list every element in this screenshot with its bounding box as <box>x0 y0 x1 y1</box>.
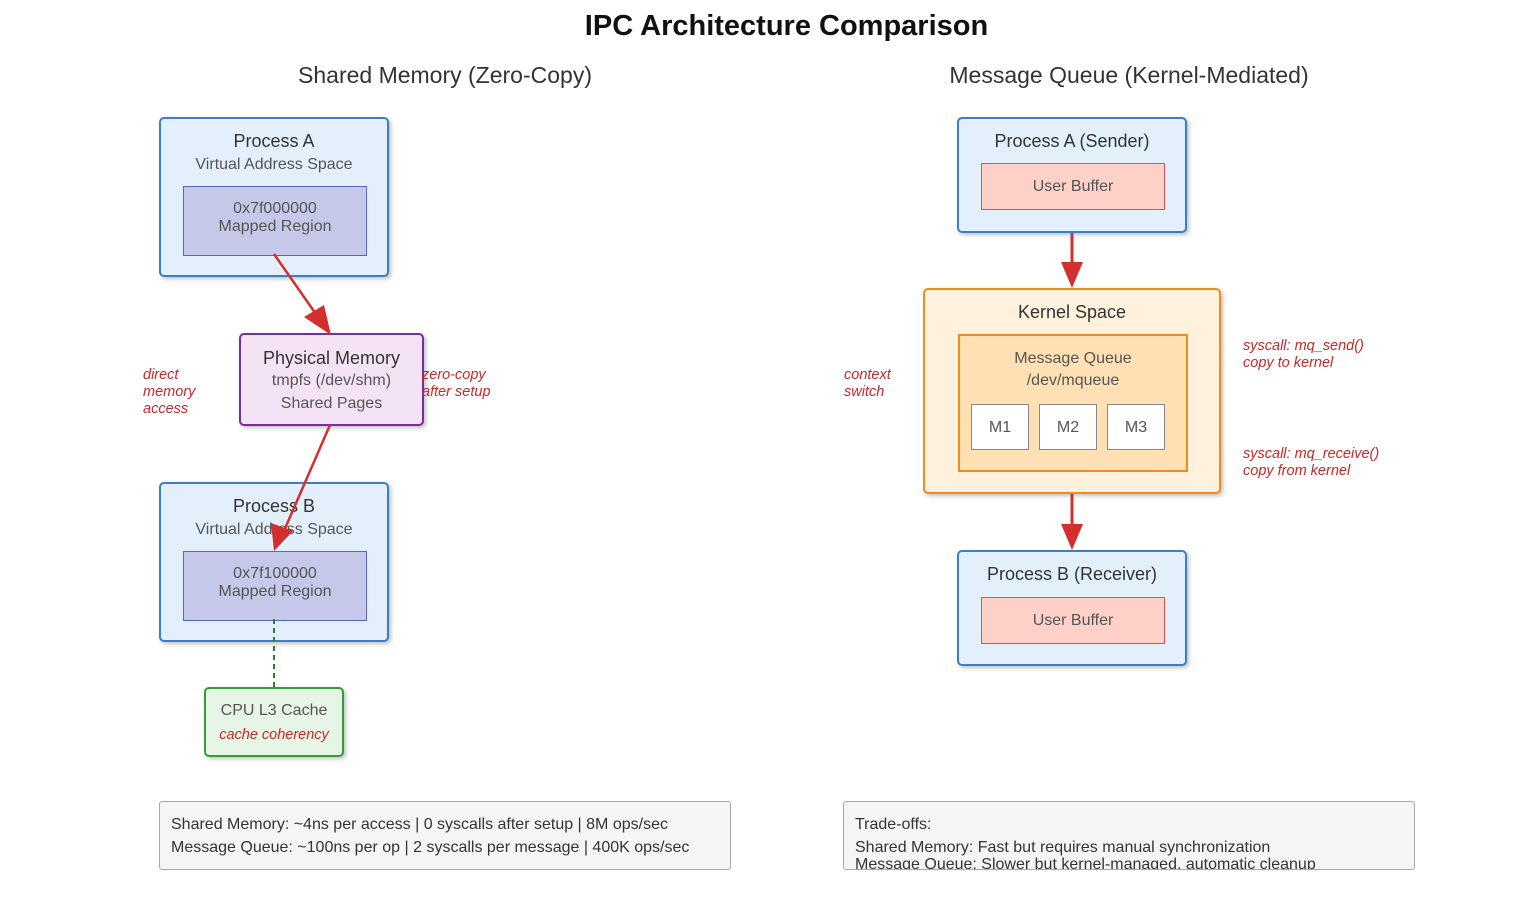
annotation-line: access <box>143 401 189 417</box>
message-label: M3 <box>1124 419 1148 436</box>
shared-memory-heading: Shared Memory (Zero-Copy) <box>298 62 592 88</box>
sender-process-box: Process A (Sender) User Buffer <box>957 117 1187 233</box>
message-queue-title: Message Queue <box>1014 350 1132 367</box>
sender-buffer-label: User Buffer <box>1032 178 1114 195</box>
annotation-line: copy from kernel <box>1243 463 1351 479</box>
process-b-address: 0x7f100000 <box>233 565 317 582</box>
message-label: M1 <box>988 419 1012 436</box>
process-a-region-label: Mapped Region <box>218 218 332 235</box>
process-a-box: Process A Virtual Address Space 0x7f0000… <box>159 117 389 277</box>
annotation-line: memory <box>143 384 196 400</box>
receiver-buffer-label: User Buffer <box>1032 612 1114 629</box>
note-line: Shared Memory: ~4ns per access | 0 sysca… <box>171 816 668 833</box>
annotation-line: zero-copy <box>422 367 486 383</box>
cpu-cache-box: CPU L3 Cache cache coherency <box>204 687 344 757</box>
annotation-line: direct <box>143 367 179 383</box>
message-slot: M1 <box>971 404 1029 450</box>
note-line: Message Queue: ~100ns per op | 2 syscall… <box>171 839 690 856</box>
process-a-title: Process A <box>233 131 315 151</box>
process-b-mapped-region: 0x7f100000 Mapped Region <box>183 551 367 621</box>
annotation-line: syscall: mq_receive() <box>1243 446 1380 462</box>
annotation-line: after setup <box>422 384 491 400</box>
receiver-user-buffer: User Buffer <box>981 597 1165 644</box>
arrowhead <box>304 305 331 335</box>
tradeoffs-note: Trade-offs: Shared Memory: Fast but requ… <box>843 801 1415 870</box>
message-slot: M3 <box>1107 404 1165 450</box>
process-b-region-label: Mapped Region <box>218 583 332 600</box>
annotation-line: copy to kernel <box>1243 355 1334 371</box>
process-b-box: Process B Virtual Address Space 0x7f1000… <box>159 482 389 642</box>
cpu-cache-title: CPU L3 Cache <box>220 702 328 719</box>
message-queue-box: Message Queue /dev/mqueue M1 M2 M3 <box>958 334 1188 472</box>
annotation-line: switch <box>844 384 885 400</box>
physical-memory-tmpfs: tmpfs (/dev/shm) <box>271 372 392 389</box>
process-a-address: 0x7f000000 <box>233 200 317 217</box>
physical-memory-shared-pages: Shared Pages <box>280 395 383 412</box>
page-title: IPC Architecture Comparison <box>584 10 989 42</box>
arrow-physical-to-process-b <box>278 424 332 541</box>
annotation-line: context <box>844 367 891 383</box>
arrowhead <box>1061 262 1083 288</box>
zero-copy-annotation: zero-copy after setup <box>422 367 491 401</box>
direct-memory-access-annotation: direct memory access <box>143 367 195 418</box>
note-line: Message Queue: Slower but kernel-managed… <box>855 856 1316 870</box>
physical-memory-title: Physical Memory <box>262 348 401 368</box>
mq-send-annotation: syscall: mq_send() copy to kernel <box>1243 338 1364 372</box>
receiver-process-box: Process B (Receiver) User Buffer <box>957 550 1187 666</box>
sender-user-buffer: User Buffer <box>981 163 1165 210</box>
annotation-line: syscall: mq_send() <box>1243 338 1364 354</box>
message-slot: M2 <box>1039 404 1097 450</box>
message-queue-heading: Message Queue (Kernel-Mediated) <box>949 62 1309 88</box>
physical-memory-box: Physical Memory tmpfs (/dev/shm) Shared … <box>239 333 424 426</box>
arrowhead <box>271 523 293 551</box>
kernel-space-box: Kernel Space Message Queue /dev/mqueue M… <box>923 288 1221 494</box>
note-line: Trade-offs: <box>855 816 932 833</box>
note-line: Shared Memory: Fast but requires manual … <box>855 839 1271 856</box>
cpu-cache-subtitle: cache coherency <box>219 727 329 743</box>
kernel-space-title: Kernel Space <box>1017 302 1127 322</box>
process-a-subtitle: Virtual Address Space <box>195 156 353 173</box>
performance-note: Shared Memory: ~4ns per access | 0 sysca… <box>159 801 731 870</box>
message-label: M2 <box>1056 419 1080 436</box>
sender-title: Process A (Sender) <box>994 131 1150 151</box>
context-switch-annotation: context switch <box>844 367 891 401</box>
process-b-title: Process B <box>232 496 316 516</box>
receiver-title: Process B (Receiver) <box>986 564 1158 584</box>
mq-receive-annotation: syscall: mq_receive() copy from kernel <box>1243 446 1379 480</box>
message-queue-path: /dev/mqueue <box>1026 372 1120 389</box>
arrowhead <box>1061 524 1083 550</box>
